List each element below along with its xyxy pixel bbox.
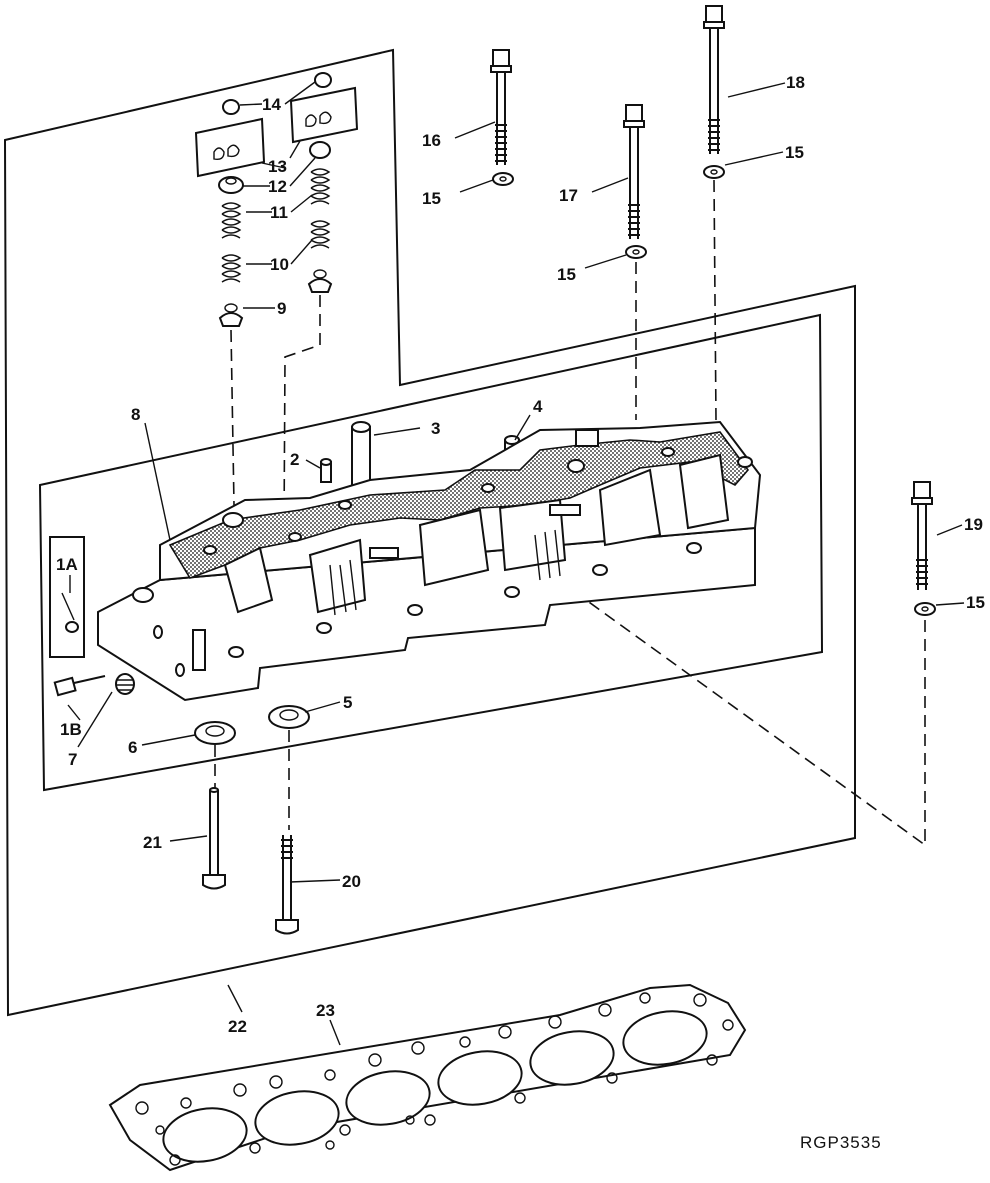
head-bolt-18 <box>703 5 725 154</box>
plug-1b <box>53 675 106 697</box>
callout-14: 14 <box>262 95 281 114</box>
outer-panel <box>3 48 856 1017</box>
callout-15-d: 15 <box>966 593 985 612</box>
washer-15-bolt19 <box>914 602 936 616</box>
callout-20: 20 <box>342 872 361 891</box>
seal-washer-6 <box>194 721 236 745</box>
washer-15-bolt18 <box>703 165 725 179</box>
callout-7: 7 <box>68 750 77 769</box>
head-gasket <box>108 983 747 1172</box>
callout-15-b: 15 <box>557 265 576 284</box>
callout-22: 22 <box>228 1017 247 1036</box>
callout-labels: 1A 1B 2 3 4 5 6 7 8 9 10 11 12 13 14 15 … <box>56 73 985 1036</box>
callout-9: 9 <box>277 299 286 318</box>
valve-spring-stack-right <box>307 141 333 293</box>
assembly-lines <box>214 179 926 847</box>
callout-12: 12 <box>268 177 287 196</box>
inner-panel <box>38 313 824 792</box>
valve-spring-stack-left <box>218 176 244 327</box>
seal-washer-5 <box>268 705 310 729</box>
valve-cap-right <box>314 72 332 88</box>
washer-15-bolt16 <box>492 172 514 186</box>
callout-18: 18 <box>786 73 805 92</box>
leader-lines <box>67 81 965 1046</box>
callout-15-a: 15 <box>422 189 441 208</box>
callout-13: 13 <box>268 157 287 176</box>
plug-7 <box>115 673 135 695</box>
callout-17: 17 <box>559 186 578 205</box>
sleeve-3 <box>351 421 371 488</box>
callout-8: 8 <box>131 405 140 424</box>
dowel-pin-2 <box>320 458 332 483</box>
callout-15-c: 15 <box>785 143 804 162</box>
valve-keeper-card-left <box>194 117 266 178</box>
dowel-1a <box>61 592 79 633</box>
cap-screw-21 <box>202 787 226 890</box>
valve-cap-left <box>222 99 240 115</box>
callout-10: 10 <box>270 255 289 274</box>
callout-16: 16 <box>422 131 441 150</box>
head-bolt-16 <box>490 49 512 165</box>
callout-21: 21 <box>143 833 162 852</box>
cylinder-head <box>97 420 762 702</box>
callout-5: 5 <box>343 693 352 712</box>
cap-screw-20 <box>275 835 299 935</box>
callout-1a: 1A <box>56 555 78 574</box>
head-bolt-19 <box>911 481 933 590</box>
washer-15-bolt17 <box>625 245 647 259</box>
callout-6: 6 <box>128 738 137 757</box>
detail-box-1a <box>49 536 85 658</box>
callout-19: 19 <box>964 515 983 534</box>
callout-2: 2 <box>290 450 299 469</box>
callout-1b: 1B <box>60 720 82 739</box>
head-bolt-17 <box>623 104 645 239</box>
callout-3: 3 <box>431 419 440 438</box>
figure-code: RGP3535 <box>800 1133 882 1152</box>
callout-11: 11 <box>270 203 288 222</box>
valve-keeper-card-right <box>289 86 359 144</box>
callout-4: 4 <box>533 397 543 416</box>
callout-23: 23 <box>316 1001 335 1020</box>
